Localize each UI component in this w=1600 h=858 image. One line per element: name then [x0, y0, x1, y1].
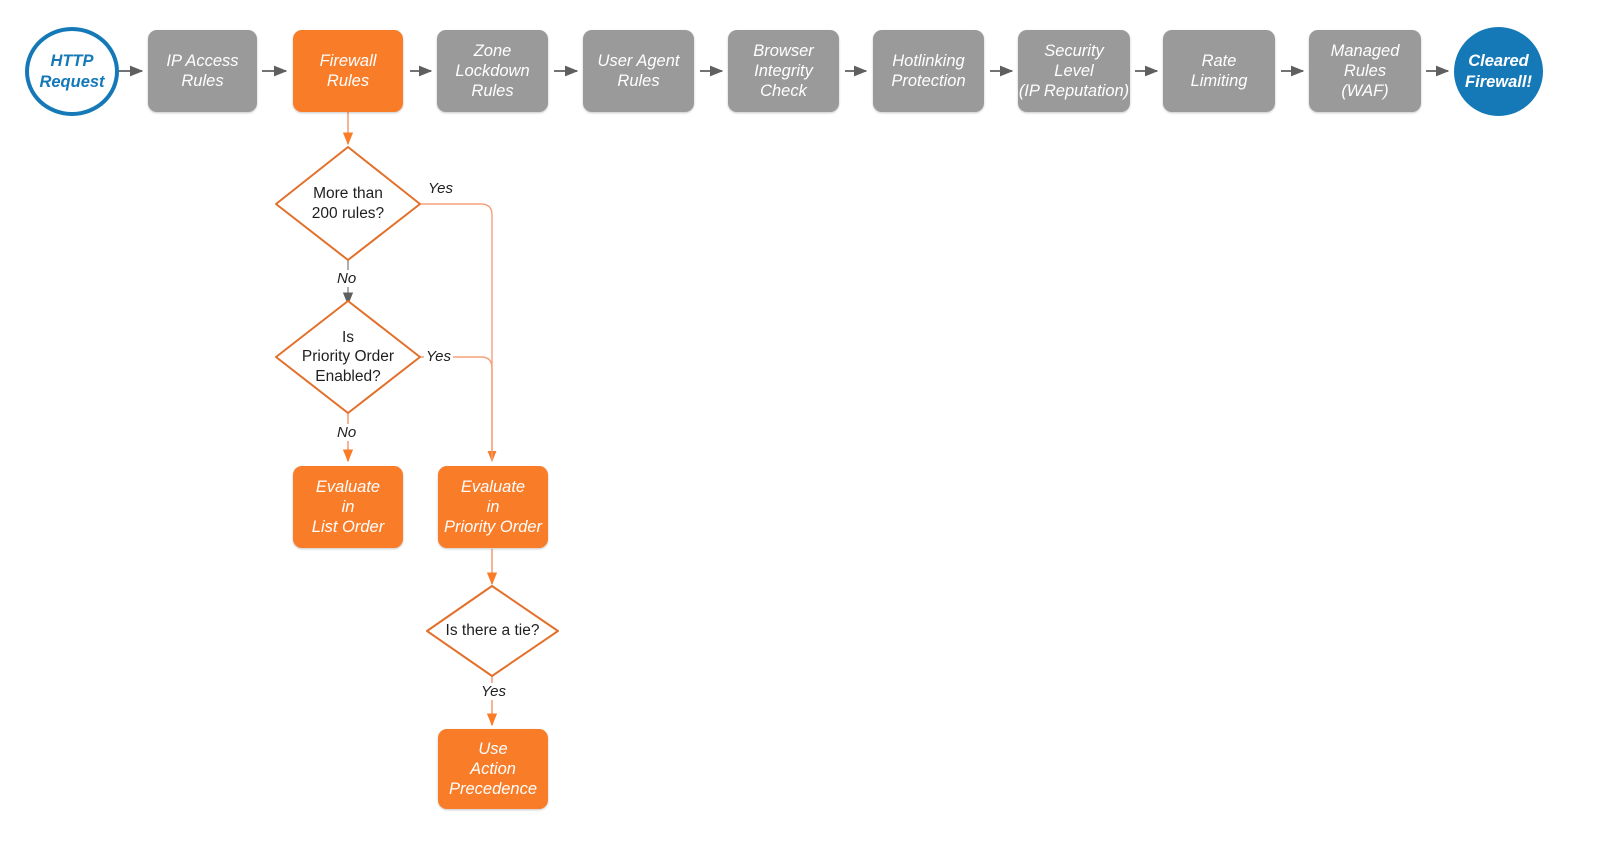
- edge-label-priority-order-no: No: [335, 424, 359, 441]
- node-label: List Order: [311, 518, 385, 537]
- node-label: Rules: [617, 72, 660, 90]
- node-label: Zone: [473, 41, 512, 60]
- node-label: in: [486, 497, 500, 516]
- node-cleared-firewall[interactable]: Cleared Firewall!: [1454, 27, 1543, 116]
- decision-is-priority-order-enabled[interactable]: Is Priority Order Enabled?: [276, 301, 420, 413]
- edge-label-priority-order-yes: Yes: [424, 348, 454, 365]
- node-label: Evaluate: [315, 477, 381, 496]
- node-label: Rate: [1201, 51, 1237, 70]
- node-label: User Agent: [597, 51, 680, 70]
- decision-label: Is Priority Order Enabled?: [301, 328, 395, 385]
- decision-is-there-a-tie[interactable]: Is there a tie?: [427, 586, 558, 676]
- node-rate-limiting[interactable]: Rate Limiting: [1163, 30, 1275, 112]
- node-label: Lockdown: [455, 61, 530, 80]
- node-label: Protection: [891, 72, 966, 90]
- node-label: Request: [39, 72, 105, 91]
- edge-label-more-than-200-no: No: [335, 270, 359, 287]
- decision-more-than-200-rules[interactable]: More than 200 rules?: [276, 147, 420, 260]
- node-label: Use: [478, 739, 508, 758]
- node-evaluate-in-priority-order[interactable]: Evaluate in Priority Order: [438, 466, 548, 548]
- node-label: in: [341, 497, 355, 516]
- node-label: Integrity: [754, 61, 813, 80]
- node-http-request[interactable]: HTTP Request: [25, 27, 119, 116]
- node-label: Firewall: [319, 51, 377, 70]
- node-label: Rules: [1343, 61, 1387, 80]
- node-use-action-precedence[interactable]: Use Action Precedence: [438, 729, 548, 809]
- node-security-level[interactable]: Security Level (IP Reputation): [1018, 30, 1130, 112]
- node-label: Rules: [181, 72, 224, 90]
- node-managed-rules-waf[interactable]: Managed Rules (WAF): [1309, 30, 1421, 112]
- node-firewall-rules[interactable]: Firewall Rules: [293, 30, 403, 112]
- decision-label: Is there a tie?: [445, 622, 540, 640]
- node-label: Precedence: [448, 780, 538, 799]
- node-zone-lockdown-rules[interactable]: Zone Lockdown Rules: [437, 30, 548, 112]
- node-label: Cleared: [1468, 52, 1529, 71]
- node-label: HTTP: [50, 52, 94, 71]
- node-user-agent-rules[interactable]: User Agent Rules: [583, 30, 694, 112]
- node-label: Evaluate: [460, 477, 526, 496]
- node-label: Check: [760, 82, 807, 101]
- node-label: Security: [1044, 41, 1104, 60]
- node-label: Rules: [471, 82, 514, 101]
- node-ip-access-rules[interactable]: IP Access Rules: [148, 30, 257, 112]
- node-label: Level: [1054, 61, 1094, 80]
- node-label: Action: [470, 759, 516, 778]
- edge-label-tie-yes: Yes: [479, 683, 509, 700]
- edge-label-more-than-200-yes: Yes: [426, 180, 456, 197]
- node-label: Firewall!: [1465, 72, 1532, 91]
- node-label: Limiting: [1190, 72, 1248, 90]
- decision-label: More than 200 rules?: [311, 185, 385, 222]
- node-label: Hotlinking: [892, 51, 965, 70]
- node-browser-integrity-check[interactable]: Browser Integrity Check: [728, 30, 839, 112]
- node-hotlinking-protection[interactable]: Hotlinking Protection: [873, 30, 984, 112]
- node-label: IP Access: [166, 51, 239, 70]
- node-label: (WAF): [1341, 82, 1389, 101]
- node-label: (IP Reputation): [1018, 82, 1130, 101]
- node-label: Browser: [753, 41, 814, 60]
- node-label: Priority Order: [443, 518, 543, 537]
- node-evaluate-in-list-order[interactable]: Evaluate in List Order: [293, 466, 403, 548]
- node-label: Managed: [1330, 41, 1400, 60]
- node-label: Rules: [326, 72, 370, 90]
